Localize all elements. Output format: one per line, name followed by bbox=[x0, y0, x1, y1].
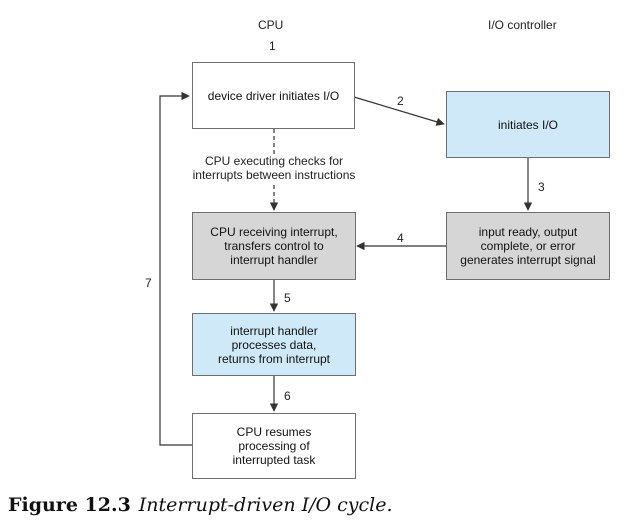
step-label-5: 5 bbox=[284, 291, 291, 305]
step-label-4: 4 bbox=[397, 231, 404, 245]
box-interrupt-handler: interrupt handler processes data, return… bbox=[192, 313, 356, 376]
step-label-2: 2 bbox=[397, 94, 404, 108]
note-checks-interrupts: CPU executing checks for interrupts betw… bbox=[186, 154, 362, 182]
step-label-7: 7 bbox=[145, 276, 152, 290]
box-cpu-receiving-interrupt: CPU receiving interrupt, transfers contr… bbox=[192, 212, 356, 280]
box-initiates-io: initiates I/O bbox=[446, 91, 610, 158]
figure-title: Interrupt-driven I/O cycle. bbox=[138, 494, 393, 516]
box-input-ready: input ready, output complete, or error g… bbox=[446, 212, 610, 280]
figure-label: Figure 12.3 bbox=[8, 494, 131, 516]
header-io-controller: I/O controller bbox=[488, 18, 557, 32]
arrow-2 bbox=[353, 96, 445, 126]
step-label-1: 1 bbox=[269, 39, 276, 53]
box-driver-initiates-io: device driver initiates I/O bbox=[192, 62, 355, 129]
step-label-6: 6 bbox=[284, 389, 291, 403]
step-label-3: 3 bbox=[538, 180, 545, 194]
box-cpu-resumes: CPU resumes processing of interrupted ta… bbox=[192, 413, 356, 479]
header-cpu: CPU bbox=[258, 18, 284, 32]
arrow-7-loop bbox=[159, 91, 192, 446]
figure-caption: Figure 12.3 Interrupt-driven I/O cycle. bbox=[8, 494, 393, 516]
